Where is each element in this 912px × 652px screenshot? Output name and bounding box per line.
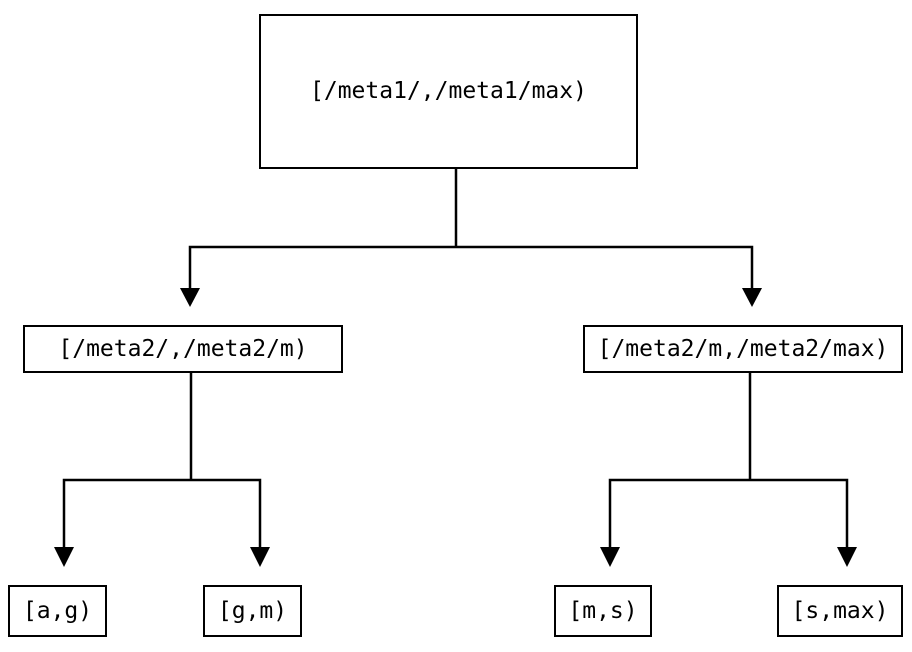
node-leaf-s-max: [s,max) — [777, 585, 903, 637]
node-leaf-m-s-label: [m,s) — [568, 597, 638, 624]
node-leaf-s-max-label: [s,max) — [791, 597, 889, 624]
node-root-label: [/meta1/,/meta1/max) — [310, 78, 587, 104]
node-leaf-g-m-label: [g,m) — [217, 597, 288, 624]
node-meta2-high: [/meta2/m,/meta2/max) — [583, 325, 903, 373]
node-leaf-a-g-label: [a,g) — [22, 597, 93, 624]
node-leaf-m-s: [m,s) — [554, 585, 652, 637]
edge-root-branch — [188, 245, 754, 290]
arrowhead-to-meta2-low — [180, 288, 200, 307]
arrowhead-to-leaf-g-m — [250, 547, 270, 567]
node-leaf-g-m: [g,m) — [203, 585, 302, 637]
arrowhead-to-leaf-s-max — [837, 547, 857, 567]
node-meta2-low-label: [/meta2/,/meta2/m) — [58, 335, 308, 362]
edge-meta2-high-branch — [608, 478, 849, 549]
node-leaf-a-g: [a,g) — [8, 585, 107, 637]
node-meta2-high-label: [/meta2/m,/meta2/max) — [597, 335, 889, 362]
node-root: [/meta1/,/meta1/max) — [259, 14, 638, 169]
arrowhead-to-leaf-a-g — [54, 547, 74, 567]
node-meta2-low: [/meta2/,/meta2/m) — [23, 325, 343, 373]
arrowhead-to-leaf-m-s — [600, 547, 620, 567]
edge-meta2-low-branch — [62, 478, 262, 549]
arrowhead-to-meta2-high — [742, 288, 762, 307]
